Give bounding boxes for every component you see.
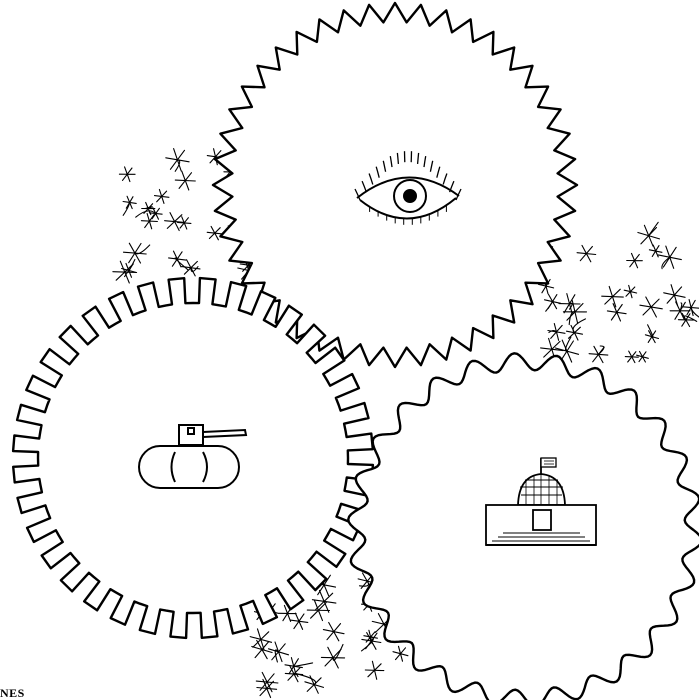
scribble-star xyxy=(664,285,685,306)
scribble-star xyxy=(312,591,336,613)
scribble-star xyxy=(307,600,329,621)
scribble-star xyxy=(577,245,596,261)
scribble-star xyxy=(165,213,185,231)
scribble-star xyxy=(607,304,626,321)
scribble-line xyxy=(569,312,575,325)
scribble-line xyxy=(546,302,553,312)
scribble-line xyxy=(573,319,586,333)
scribble-star xyxy=(627,253,643,267)
scribble-star xyxy=(625,351,638,363)
scribble-line xyxy=(295,673,316,684)
scribble-star xyxy=(175,171,195,190)
scribble-line xyxy=(123,202,130,215)
scribble-star xyxy=(393,646,408,661)
scribble-star xyxy=(640,297,662,317)
scribble-star xyxy=(624,285,636,297)
caption-text: NES xyxy=(0,686,25,700)
scribble-star xyxy=(602,286,624,307)
scribble-line xyxy=(294,663,313,666)
scribble-star xyxy=(290,613,308,629)
scribble-line xyxy=(680,303,682,311)
left-gear xyxy=(13,278,373,638)
scribble-star xyxy=(207,226,222,239)
scribble-star xyxy=(141,214,157,229)
scribble-star xyxy=(119,167,135,182)
scribble-star xyxy=(365,661,384,679)
scribble-star xyxy=(155,190,169,204)
scribble-line xyxy=(649,222,659,235)
scribble-star xyxy=(323,623,344,641)
